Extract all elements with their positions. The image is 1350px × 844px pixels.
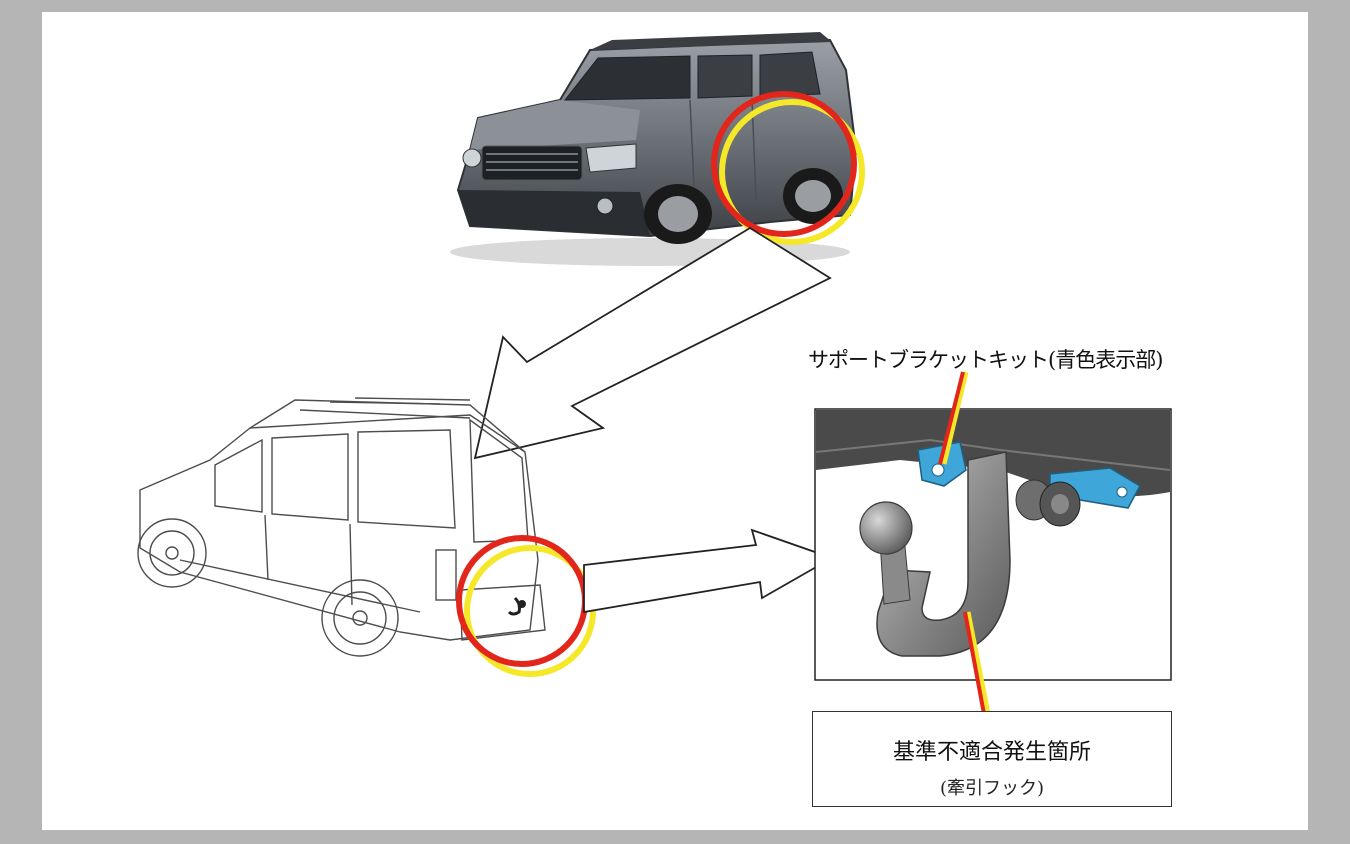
defect-location-title: 基準不適合発生箇所 (892, 740, 1091, 765)
bracket-leader-shadow (941, 371, 969, 465)
defect-leader-line (963, 611, 986, 715)
hollow-arrow-icon (583, 528, 835, 614)
hollow-arrow-icon (473, 226, 832, 460)
tow-hook-detail-icon (814, 408, 1172, 681)
vehicle-photo (450, 32, 858, 266)
vehicle-line-drawing (137, 397, 546, 657)
support-bracket-label: サポートブラケットキット(青色表示部) (808, 348, 1163, 372)
photo-ring-shadow (719, 99, 865, 245)
bracket-leader-line (938, 371, 965, 465)
drawing-tow-hook (507, 596, 526, 616)
defect-leader-shadow (965, 611, 991, 715)
defect-part-subtitle: (牽引フック) (939, 778, 1045, 799)
photo-highlight-ring (711, 91, 857, 237)
defect-callout-box: 基準不適合発生箇所 (牽引フック) (812, 711, 1172, 807)
